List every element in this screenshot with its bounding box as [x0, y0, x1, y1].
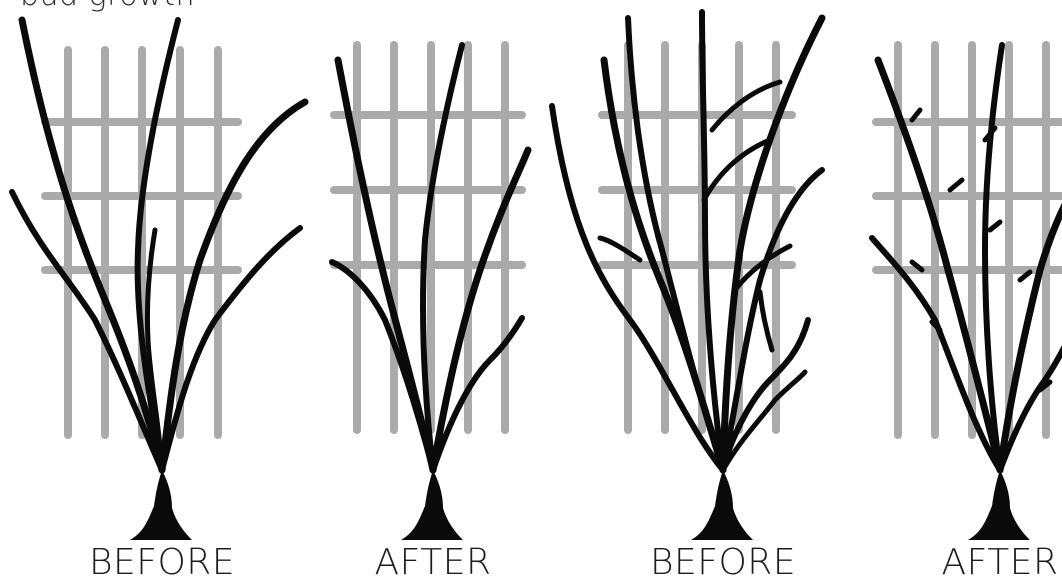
branch — [600, 238, 640, 260]
branch — [332, 262, 433, 470]
trunk-base — [691, 470, 753, 540]
branch — [990, 222, 1000, 230]
branch — [552, 106, 723, 470]
caption-after-1: AFTER — [375, 542, 492, 583]
trellis — [876, 45, 1062, 435]
trunk-base — [401, 470, 463, 540]
branch — [760, 292, 772, 350]
caption-before-1: BEFORE — [89, 542, 235, 583]
panel-before-2 — [552, 12, 822, 540]
panel-before-1 — [12, 20, 305, 540]
branch — [950, 180, 962, 190]
panel-after-2 — [872, 45, 1062, 540]
trunk-base — [968, 470, 1030, 540]
trunk-base — [130, 470, 192, 540]
caption-before-2: BEFORE — [650, 542, 796, 583]
panel-after-1 — [332, 45, 528, 540]
caption-after-2: AFTER — [942, 542, 1059, 583]
branch — [628, 18, 723, 470]
branch — [712, 82, 780, 130]
branch — [433, 150, 528, 470]
